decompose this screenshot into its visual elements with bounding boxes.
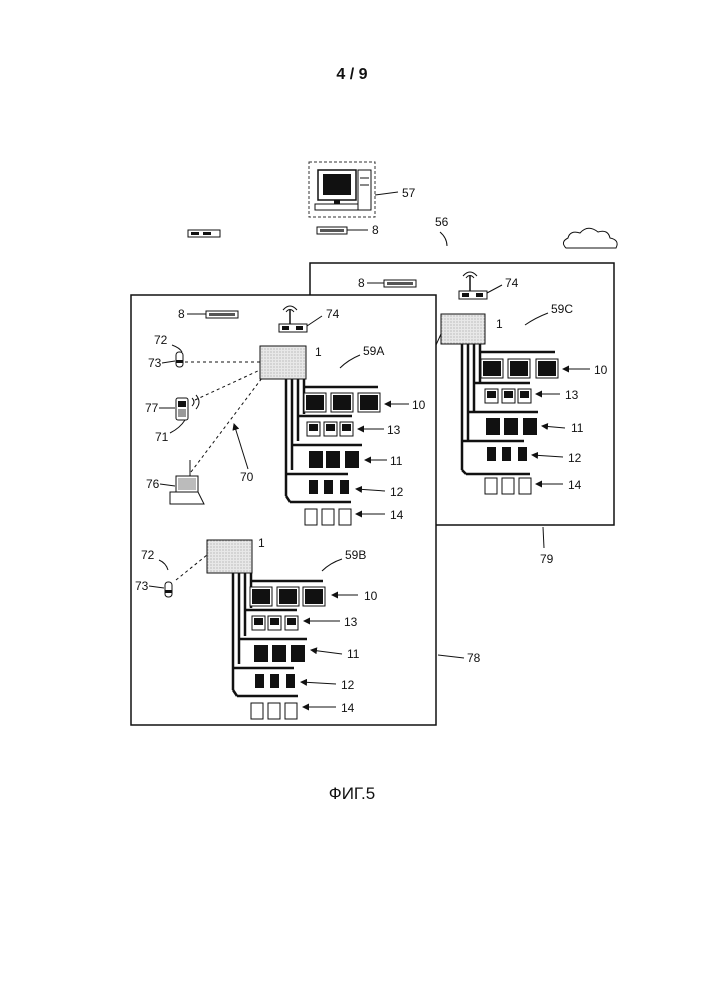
ref-13-a: 13: [387, 423, 401, 437]
ref-1-59a: 1: [315, 345, 322, 359]
ref-59c: 59C: [551, 302, 573, 316]
ref-74-78: 74: [326, 307, 340, 321]
sensor-73-icon: [176, 352, 183, 367]
ref-74-79: 74: [505, 276, 519, 290]
ref-11-b: 11: [347, 647, 360, 661]
ref-76: 76: [146, 477, 160, 491]
ref-77: 77: [145, 401, 159, 415]
ref-59a: 59A: [363, 344, 384, 358]
ref-12-c: 12: [568, 451, 582, 465]
ref-1-59c: 1: [496, 317, 503, 331]
ref-14-b: 14: [341, 701, 355, 715]
ref-10-a: 10: [412, 398, 426, 412]
controller-1-59b: [207, 540, 252, 573]
computer-icon: [309, 162, 375, 217]
ref-14-a: 14: [390, 508, 404, 522]
ref-57: 57: [402, 186, 416, 200]
ref-11-a: 11: [390, 454, 403, 468]
ref-71: 71: [155, 430, 169, 444]
figure-caption: ФИГ.5: [0, 784, 704, 804]
ref-13-c: 13: [565, 388, 579, 402]
controller-1-59a: [260, 346, 306, 379]
ref-11-c: 11: [571, 421, 584, 435]
ref-73b: 73: [135, 579, 149, 593]
ref-79: 79: [540, 552, 554, 566]
ref-10-b: 10: [364, 589, 378, 603]
ref-1-59b: 1: [258, 536, 265, 550]
ref-59b: 59B: [345, 548, 366, 562]
ref-12-a: 12: [390, 485, 404, 499]
ref-10-c: 10: [594, 363, 608, 377]
ref-13-b: 13: [344, 615, 358, 629]
ref-72b: 72: [141, 548, 155, 562]
ref-14-c: 14: [568, 478, 582, 492]
ref-72a: 72: [154, 333, 168, 347]
sensor-73-icon: [165, 582, 172, 597]
ref-8-79: 8: [358, 276, 365, 290]
ref-8-top: 8: [372, 223, 379, 237]
ref-70: 70: [240, 470, 254, 484]
ref-78: 78: [467, 651, 481, 665]
ref-8-78: 8: [178, 307, 185, 321]
ref-56: 56: [435, 215, 449, 229]
ref-73a: 73: [148, 356, 162, 370]
controller-1-59c: [441, 314, 485, 344]
ref-12-b: 12: [341, 678, 355, 692]
cloud-icon: [563, 228, 617, 248]
